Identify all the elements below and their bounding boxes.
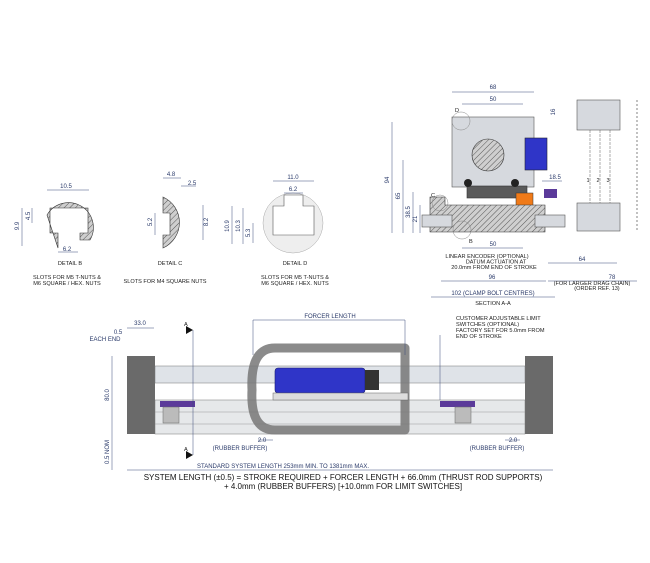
detail-note: SLOTS FOR M4 SQUARE NUTS	[124, 279, 207, 285]
dim-height: 9.9	[15, 221, 21, 230]
dim-0-5: 0.5	[114, 330, 123, 336]
dim-38-5: 38.5	[406, 206, 412, 218]
dim-94: 94	[385, 176, 391, 183]
formula-line-2: + 4.0mm (RUBBER BUFFERS) [+10.0mm FOR LI…	[224, 482, 462, 491]
dim-16: 16	[551, 108, 557, 115]
dim-inner: 10.3	[236, 220, 242, 232]
drag-chain-bottom	[576, 202, 621, 232]
dim-width: 11.0	[287, 175, 299, 181]
carriage-plate	[466, 185, 528, 199]
limit-note-4: END OF STROKE	[456, 334, 502, 340]
cable-number: 1	[586, 178, 589, 184]
end-support-right	[525, 356, 553, 434]
drag-chain-note-1: (FOR LARGER DRAG CHAIN)	[554, 281, 631, 287]
detail-b: 10.5 9.9 4.5 6.2 DETAIL B SLOTS FOR M5 T…	[15, 184, 101, 287]
formula-line-1: SYSTEM LENGTH (±0.5) = STROKE REQUIRED +…	[144, 473, 543, 482]
detail-title: DETAIL B	[58, 261, 83, 267]
forcer-length-label: FORCER LENGTH	[304, 314, 355, 320]
dim-102: 102 (CLAMP BOLT CENTRES)	[451, 291, 534, 297]
clamp-left	[421, 214, 453, 228]
section-marker-bottom: A	[184, 447, 188, 453]
section-marker-top: A	[184, 322, 188, 328]
detail-ref-b: B	[469, 239, 473, 245]
limit-note-3: FACTORY SET FOR 5.0mm FROM	[456, 328, 545, 334]
base-profile	[429, 196, 546, 233]
bearing-left	[464, 179, 472, 187]
section-title: SECTION A-A	[475, 301, 511, 307]
dim-96: 96	[489, 275, 496, 281]
bearing-right	[511, 179, 519, 187]
cable-gland	[365, 370, 379, 390]
dim-opening: 5.2	[148, 217, 154, 226]
encoder-note-3: 20.0mm FROM END OF STROKE	[451, 265, 537, 271]
limit-switch-right	[440, 401, 475, 407]
buffer-right-label: (RUBBER BUFFER)	[470, 446, 525, 452]
buffer-right-value: 2.0	[509, 438, 518, 444]
dim-nom: 0.5 NOM	[105, 440, 111, 464]
thrust-rod-section	[471, 138, 505, 172]
detail-title: DETAIL D	[283, 261, 308, 267]
encoder-note-2: DATUM ACTUATION AT	[466, 260, 527, 266]
side-view: FORCER LENGTH 33.0 0.5 EACH END A A 80.0…	[89, 314, 553, 491]
dim-50-top: 50	[490, 97, 497, 103]
limit-note-1: CUSTOMER ADJUSTABLE LIMIT	[456, 316, 541, 322]
detail-note: M6 SQUARE / HEX. NUTS	[33, 281, 101, 287]
section-aa: 68 50 16 94 65 38.5 21 18.5 1 2 3 D C B …	[385, 85, 638, 307]
dim-33: 33.0	[134, 321, 146, 327]
dim-80: 80.0	[105, 389, 111, 401]
dim-18-5: 18.5	[549, 175, 561, 181]
detail-note: SLOTS FOR M5 T-NUTS &	[261, 275, 329, 281]
detail-title: DETAIL C	[158, 261, 183, 267]
dim-50-bottom: 50	[490, 242, 497, 248]
each-end-label: EACH END	[89, 337, 121, 343]
detail-ref-c: C	[431, 193, 435, 199]
dim-opening: 6.2	[63, 247, 72, 253]
buffer-left-label: (RUBBER BUFFER)	[213, 446, 268, 452]
dim-top: 4.8	[167, 172, 176, 178]
detail-note: M6 SQUARE / HEX. NUTS	[261, 281, 329, 287]
dim-width: 10.5	[60, 184, 72, 190]
forcer-block	[524, 137, 548, 171]
drag-chain-note-2: (ORDER REF. 13)	[574, 286, 620, 292]
dim-opening: 6.2	[289, 187, 298, 193]
dim-lip: 2.5	[188, 181, 197, 187]
limit-switch	[544, 189, 557, 198]
dim-21: 21	[413, 215, 419, 222]
buffer-left-value: 2.0	[258, 438, 267, 444]
limit-note-2: SWITCHES (OPTIONAL)	[456, 322, 519, 328]
cable-number: 3	[606, 178, 609, 184]
clamp-right	[534, 214, 566, 228]
cable-number: 2	[596, 178, 599, 184]
drag-chain-top	[576, 99, 621, 131]
dim-78: 78	[609, 275, 616, 281]
dim-slot: 5.3	[246, 228, 252, 237]
dim-64: 64	[579, 257, 586, 263]
detail-note: SLOTS FOR M5 T-NUTS &	[33, 275, 101, 281]
dim-height: 8.2	[204, 217, 210, 226]
detail-d: 11.0 6.2 10.9 10.3 5.3 DETAIL D SLOTS FO…	[225, 175, 329, 287]
detail-c: 4.8 2.5 5.2 8.2 DETAIL C SLOTS FOR M4 SQ…	[124, 172, 211, 285]
limit-switch-left	[160, 401, 195, 407]
encoder-note-1: LINEAR ENCODER (OPTIONAL)	[445, 254, 528, 260]
end-support-left	[127, 356, 155, 434]
dim-inner: 4.5	[26, 211, 32, 220]
standard-length: STANDARD SYSTEM LENGTH 253mm MIN. TO 138…	[197, 464, 369, 470]
carriage	[272, 392, 409, 401]
forcer	[274, 367, 366, 394]
drag-chain	[247, 343, 410, 435]
dim-height: 10.9	[225, 220, 231, 232]
dim-68: 68	[490, 85, 497, 91]
dim-65: 65	[396, 192, 402, 199]
detail-ref-d: D	[455, 108, 459, 114]
